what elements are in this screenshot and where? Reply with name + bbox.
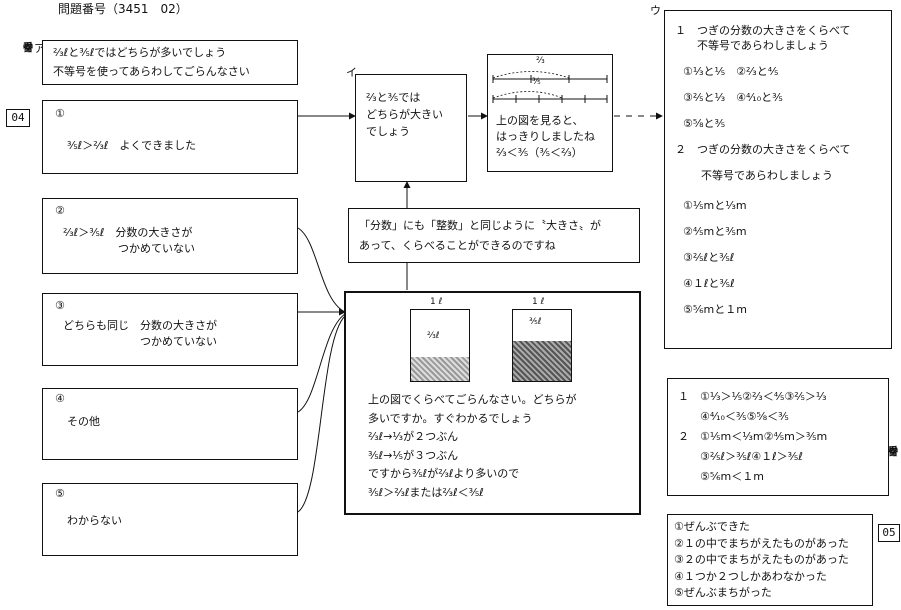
exercise-q2-title: ２ つぎの分数の大きさをくらべて (675, 143, 851, 157)
numberline-box: ⅔ ⅗ 上の図を見ると、 はっきりしましたね ⅔＜⅗（⅗＜⅔） (487, 54, 613, 172)
exercise-q2-title2: 不等号であらわしましょう (701, 169, 833, 183)
answer-key-line-5: ⑤⅚m＜１m (678, 467, 827, 487)
question-i-box: ⅔と⅗では どちらが大きい でしょう (355, 74, 467, 182)
answer-1-number: ① (55, 107, 65, 121)
bunsu-line1: 「分数」にも「整数」と同じように〝大きさ〟が (359, 219, 601, 233)
exercise-q2-item-1: ①⅕mと⅓m (683, 199, 747, 213)
result-line-1: ①ぜんぶできた (674, 519, 849, 536)
answer-2-box: ② ⅔ℓ＞⅗ℓ 分数の大きさが つかめていない (42, 198, 298, 274)
result-line-2: ②１の中でまちがえたものがあった (674, 536, 849, 553)
explain-line-6: ⅗ℓ＞⅔ℓまたは⅔ℓ＜⅗ℓ (368, 484, 577, 503)
explain-line-3: ⅔ℓ→⅓が２つぶん (368, 428, 577, 447)
answer-5-text: わからない (67, 514, 122, 528)
answer-2-text: ⅔ℓ＞⅗ℓ 分数の大きさが つかめていない (63, 225, 195, 257)
question-a-box: ⅔ℓと⅗ℓではどちらが多いでしょう 不等号を使ってあらわしてごらんなさい (42, 40, 298, 85)
answer-5-box: ⑤ わからない (42, 483, 298, 556)
cylinder-1: 1 ℓ ⅔ℓ (406, 299, 472, 381)
answer-2-number: ② (55, 204, 65, 218)
mark-number-box-right: 05 (878, 524, 900, 542)
bunsu-box: 「分数」にも「整数」と同じように〝大きさ〟が あって、くらべることができるのです… (348, 208, 640, 263)
exercise-q1-title: １ つぎの分数の大きさをくらべて 不等号であらわしましょう (675, 23, 851, 53)
explain-line-5: ですから⅗ℓが⅔ℓより多いので (368, 465, 577, 484)
cylinder-1-fill (411, 357, 469, 381)
problem-number: 問題番号（3451 02） (58, 2, 188, 17)
answer-key-line-3: ２ ①⅕m＜⅓m②⅘m＞⅗m (678, 427, 827, 447)
cylinder-1-body: ⅔ℓ (410, 309, 470, 382)
explain-line-1: 上の図でくらべてごらんなさい。どちらが (368, 391, 577, 410)
answer-3-number: ③ (55, 299, 65, 313)
cylinder-2-body: ⅗ℓ (512, 309, 572, 382)
answer-key-line-2: ④⁴⁄₁₀＜⅗⑤⅝＜⅗ (678, 407, 827, 427)
explain-line-4: ⅗ℓ→⅕が３つぶん (368, 447, 577, 466)
bunsu-line2: あって、くらべることができるのですね (359, 239, 556, 253)
numberline-text: 上の図を見ると、 はっきりしましたね ⅔＜⅗（⅗＜⅔） (496, 113, 595, 161)
answer-5-number: ⑤ (55, 487, 65, 501)
answer-3-text: どちらも同じ 分数の大きさが つかめていない (63, 318, 217, 350)
explain-box: 1 ℓ ⅔ℓ 1 ℓ ⅗ℓ 上の図でくらべてごらんなさい。どちらが 多いですか。… (344, 291, 641, 515)
exercise-q2-item-5: ⑤⅚mと１m (683, 303, 747, 317)
exercise-q2-item-2: ②⅘mと⅗m (683, 225, 747, 239)
cylinder-2-top: 1 ℓ (532, 297, 544, 308)
label-u: ウ (650, 4, 661, 18)
answer-4-box: ④ その他 (42, 388, 298, 460)
answer-3-box: ③ どちらも同じ 分数の大きさが つかめていない (42, 293, 298, 366)
result-line-5: ⑤ぜんぶまちがった (674, 585, 849, 602)
numberline-top-fraction: ⅔ (536, 56, 545, 67)
result-box: ①ぜんぶできた ②１の中でまちがえたものがあった ③２の中でまちがえたものがあっ… (667, 514, 873, 606)
cylinder-2-fraction: ⅗ℓ (529, 317, 541, 328)
cylinder-1-fraction: ⅔ℓ (427, 331, 439, 342)
cylinder-1-top: 1 ℓ (430, 297, 442, 308)
answer-key-line-4: ③⅖ℓ＞⅗ℓ④１ℓ＞⅗ℓ (678, 447, 827, 467)
exercise-q1-item-3: ⑤⅝と⅗ (683, 117, 725, 131)
result-lines: ①ぜんぶできた ②１の中でまちがえたものがあった ③２の中でまちがえたものがあっ… (674, 519, 849, 602)
number-line-figure (489, 57, 611, 107)
cylinder-2: 1 ℓ ⅗ℓ (508, 299, 574, 381)
answer-key-lines: １ ①⅓＞⅕②⅔＜⅘③⅖＞⅓ ④⁴⁄₁₀＜⅗⑤⅝＜⅗ ２ ①⅕m＜⅓m②⅘m＞⅗… (678, 387, 827, 487)
answer-4-number: ④ (55, 392, 65, 406)
exercise-q2-item-3: ③⅖ℓと⅗ℓ (683, 251, 734, 265)
cylinder-2-fill (513, 341, 571, 381)
answer-key-box: １ ①⅓＞⅕②⅔＜⅘③⅖＞⅓ ④⁴⁄₁₀＜⅗⑤⅝＜⅗ ２ ①⅕m＜⅓m②⅘m＞⅗… (667, 378, 889, 496)
exercise-q2-item-4: ④１ℓと⅗ℓ (683, 277, 735, 291)
answer-1-text: ⅗ℓ＞⅔ℓ よくできました (67, 139, 196, 153)
answer-1-box: ① ⅗ℓ＞⅔ℓ よくできました (42, 100, 298, 174)
numberline-mid-fraction: ⅗ (532, 77, 541, 88)
explain-line-2: 多いですか。すぐわかるでしょう (368, 410, 577, 429)
answer-4-text: その他 (67, 415, 100, 429)
explain-text: 上の図でくらべてごらんなさい。どちらが 多いですか。すぐわかるでしょう ⅔ℓ→⅓… (368, 391, 577, 502)
exercise-box: １ つぎの分数の大きさをくらべて 不等号であらわしましょう ①⅓と⅕ ②⅔と⅘ … (664, 10, 892, 349)
result-line-4: ④１つか２つしかあわなかった (674, 569, 849, 586)
result-line-3: ③２の中でまちがえたものがあった (674, 552, 849, 569)
answer-key-line-1: １ ①⅓＞⅕②⅔＜⅘③⅖＞⅓ (678, 387, 827, 407)
question-i-text: ⅔と⅗では どちらが大きい でしょう (366, 89, 443, 140)
exercise-q1-item-1: ①⅓と⅕ ②⅔と⅘ (683, 65, 778, 79)
question-a-line1: ⅔ℓと⅗ℓではどちらが多いでしょう (53, 46, 226, 60)
question-a-line2: 不等号を使ってあらわしてごらんなさい (53, 65, 250, 79)
mark-number-box-left: 04 (6, 109, 30, 127)
exercise-q1-item-2: ③⅖と⅓ ④⁴⁄₁₀と⅗ (683, 91, 783, 105)
